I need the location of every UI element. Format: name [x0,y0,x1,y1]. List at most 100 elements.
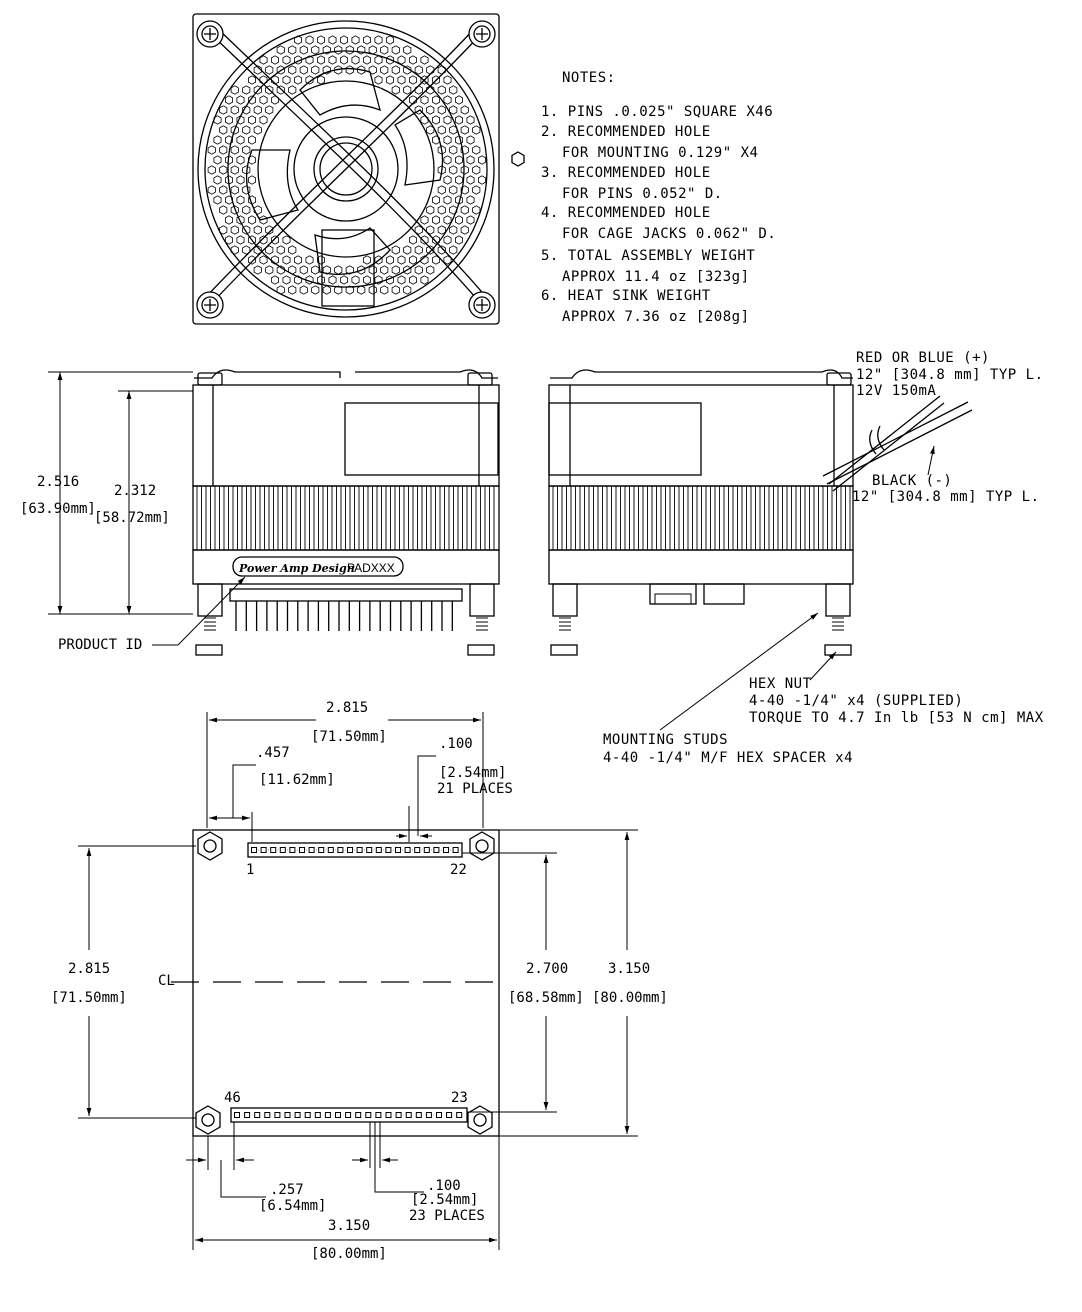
grille-hex [380,265,389,275]
grille-hex [345,285,354,295]
grille-hex [316,255,326,265]
grille-hex [437,185,446,195]
pin-pad [299,847,305,853]
dim-left-span: 2.815 [68,961,110,977]
pin-pad [366,847,373,853]
grille-hex [219,125,228,135]
note-line: 3. RECOMMENDED HOLE [541,165,711,181]
grille-hex [397,275,406,285]
grille-hex [259,55,268,65]
grille-hex [454,155,464,165]
grille-hex [247,175,257,185]
grille-hex [247,155,257,165]
pin-pad [264,1112,271,1118]
pin-pad [308,847,315,853]
grille-hex [374,55,383,65]
grille-hex [460,205,469,215]
grille-hex [316,275,326,285]
grille-hex [259,115,268,125]
grille-hex [431,75,441,85]
grille-hex [408,255,418,265]
grille-hex [362,55,372,65]
grille-hex [219,205,228,215]
dim-pitch-top: .100 [439,736,473,752]
grille-hex [253,125,262,135]
pin-pad [284,1112,291,1118]
pin-1-label: 1 [246,862,254,878]
grille-hex [477,175,487,185]
grille-hex [259,75,268,85]
grille-hex [334,65,343,75]
grille-hex [247,215,257,225]
pin-pad [251,847,257,853]
grille-hex [242,85,251,95]
dim-height-total: 2.516 [37,474,79,490]
pin-pad [423,847,430,853]
grille-hex [219,145,228,155]
mounting-hole-icon [197,831,223,861]
grille-hex [362,255,372,265]
grille-hex [316,55,326,65]
grille-hex [247,75,257,85]
grille-hex [282,235,291,245]
grille-hex [288,245,297,255]
screw-icon [196,20,224,48]
grille-hex [265,105,274,115]
grille-hex [391,285,400,295]
grille-hex [397,75,406,85]
grille-hex [299,45,308,55]
grille-hex [213,115,222,125]
grille-hex [213,195,222,205]
grille-hex [322,265,331,275]
grille-hex [293,55,303,65]
grille-hex [311,285,320,295]
grille-hex [276,285,285,295]
note-line: 6. HEAT SINK WEIGHT [541,288,711,304]
grille-hex [408,275,418,285]
dim-pitch-top-mm: [2.54mm] [439,765,506,781]
grille-hex [460,185,469,195]
grille-hex [449,105,458,115]
grille-hex [454,115,464,125]
grille-hex [426,125,435,135]
grille-hex [236,215,245,225]
hexagon-icon [511,151,525,167]
pin-pad [314,1112,321,1118]
grille-hex [224,135,234,145]
grille-hex [242,225,251,235]
grille-hex [339,275,349,285]
grille-hex [334,265,343,275]
pin-pad [405,1112,412,1118]
note-line: 4. RECOMMENDED HOLE [541,205,711,221]
grille-hex [316,35,326,45]
grille-hex [224,175,234,185]
grille-hex [288,265,297,275]
grille-hex [449,125,458,135]
grille-hex [437,225,446,235]
dim-pitch-bottom-mm: [2.54mm] [411,1192,478,1208]
dim-hole-span: 2.815 [326,700,368,716]
pin-pad [289,847,296,853]
dim-height-mm: [80.00mm] [592,990,668,1006]
pin-pad [446,1112,453,1118]
grille-hex [374,275,383,285]
grille-hex [380,285,389,295]
grille-hex [437,65,446,75]
grille-hex [293,35,303,45]
grille-hex [288,65,297,75]
wire-pos-label: RED OR BLUE (+) [856,350,990,366]
grille-hex [242,185,251,195]
grille-hex [426,65,435,75]
pin-pad [270,847,277,853]
pin-pad [279,847,286,853]
grille-hex [454,215,464,225]
grille-hex [293,75,303,85]
grille-hex [270,55,280,65]
grille-hex [270,235,280,245]
grille-hex [472,165,481,175]
screw-icon [196,291,224,319]
grille-hex [282,55,291,65]
pin-pad [318,847,325,853]
front-view: Power Amp Design PADXXX 2.516 [63.90mm] … [20,369,500,656]
dim-width: 3.150 [328,1218,370,1234]
